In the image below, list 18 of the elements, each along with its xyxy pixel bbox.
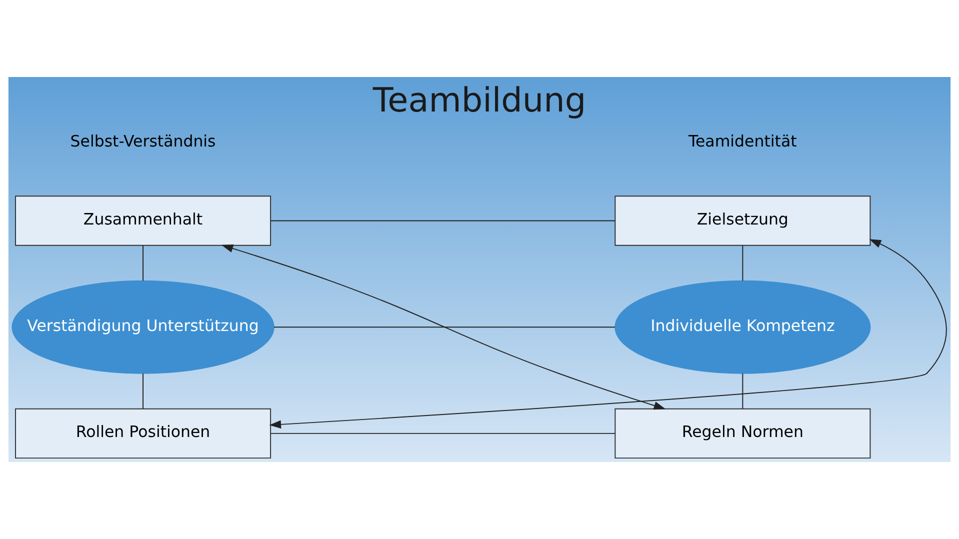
connector xyxy=(742,373,744,410)
label: Selbst-Verständnis xyxy=(70,132,216,151)
node-box: Rollen Positionen xyxy=(15,408,272,459)
arrow xyxy=(221,244,666,410)
arrow xyxy=(269,239,947,429)
node-box: Regeln Normen xyxy=(614,408,871,459)
node-ellipse: Verständigung Unterstützung xyxy=(12,280,274,374)
connector xyxy=(742,244,744,282)
connector xyxy=(142,373,144,410)
connector xyxy=(273,326,616,328)
label: Teamidentität xyxy=(688,132,797,151)
connector xyxy=(142,244,144,282)
node-box: Zusammenhalt xyxy=(15,196,272,246)
diagram-title: Teambildung xyxy=(372,80,586,120)
node-ellipse: Individuelle Kompetenz xyxy=(614,280,871,374)
connector xyxy=(270,220,616,222)
node-box: Zielsetzung xyxy=(614,196,871,246)
connector xyxy=(270,432,616,434)
